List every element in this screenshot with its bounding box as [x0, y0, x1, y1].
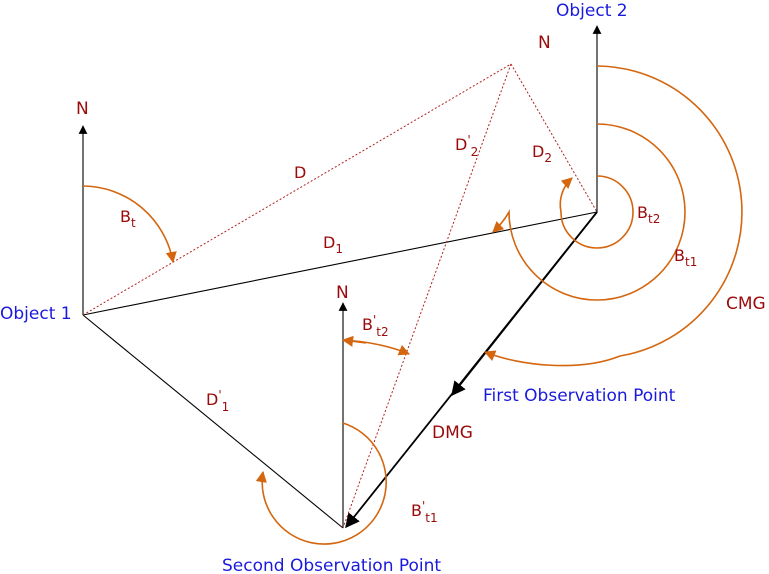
arc-bt2: [559, 175, 634, 249]
label-bt2-main: B: [637, 203, 648, 222]
label-bpt1-sub: t1: [425, 511, 437, 525]
label-bt: Bt: [120, 207, 136, 230]
dotted-line-d2: [510, 63, 598, 213]
arc-cmg: [483, 65, 743, 367]
label-d-prime-1: D'1: [206, 388, 229, 414]
label-d2: D2: [532, 142, 552, 165]
label-bpt1-prime: ': [422, 499, 425, 513]
label-dp2-main: D: [455, 135, 467, 154]
label-bpt2-prime: ': [373, 313, 376, 327]
label-bt-sub: t: [131, 216, 136, 230]
label-north-second-point: N: [336, 283, 349, 303]
label-bpt2: B't2: [362, 313, 389, 339]
label-object-2: Object 2: [556, 1, 628, 21]
label-dp1-prime: ': [218, 388, 221, 402]
label-second-observation-point: Second Observation Point: [222, 556, 441, 574]
arc-bpt2-start: [341, 335, 367, 347]
arc-bpt2: [342, 339, 411, 356]
label-d1: D1: [323, 233, 343, 256]
label-north-object2: N: [538, 33, 551, 53]
label-object-1: Object 1: [0, 304, 72, 324]
arc-bt: [82, 185, 177, 264]
label-bpt2-main: B: [362, 315, 373, 334]
label-north-object1: N: [76, 99, 89, 119]
label-first-observation-point: First Observation Point: [483, 386, 676, 406]
arc-bt1: [492, 123, 686, 301]
label-bt2: Bt2: [637, 203, 660, 226]
label-d2-main: D: [532, 142, 544, 161]
label-d2-sub: 2: [544, 151, 552, 165]
label-d1-main: D: [323, 233, 335, 252]
label-bt1-sub: t1: [685, 255, 697, 269]
label-bpt1-main: B: [411, 501, 422, 520]
label-dp2-sub: 2: [471, 145, 479, 159]
dotted-line-d-prime-2: [342, 63, 512, 529]
label-d: D: [294, 163, 306, 182]
label-d1-sub: 1: [335, 242, 343, 256]
dmg-mid-arrow: [451, 211, 598, 397]
label-cmg: CMG: [726, 294, 766, 314]
label-bt2-sub: t2: [648, 212, 660, 226]
label-dp1-main: D: [206, 390, 218, 409]
label-bpt1: B't1: [411, 499, 438, 525]
label-dp1-sub: 1: [222, 400, 230, 414]
label-d-prime-2: D'2: [455, 133, 478, 159]
dotted-line-d: [82, 63, 512, 316]
label-bt1-main: B: [674, 246, 685, 265]
label-bt-main: B: [120, 207, 131, 226]
label-dp2-prime: ': [467, 133, 470, 147]
line-d-prime-1: [82, 314, 344, 529]
label-bt1: Bt1: [674, 246, 697, 269]
label-dmg: DMG: [432, 423, 473, 443]
label-bpt2-sub: t2: [376, 325, 388, 339]
arc-bpt1: [255, 422, 387, 545]
